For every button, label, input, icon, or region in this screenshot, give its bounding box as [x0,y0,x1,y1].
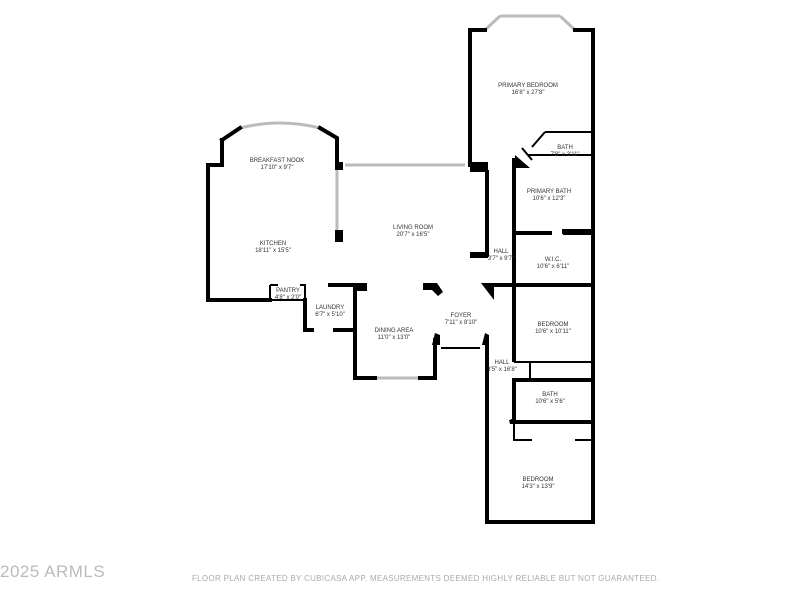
room-name: LIVING ROOM [392,225,434,231]
room-name: BEDROOM [537,322,569,328]
room-name: HALL [493,249,509,255]
room-name: BEDROOM [522,477,554,483]
room-name: BATH [542,392,558,398]
room-name: FOYER [450,313,472,319]
room-dims: 4'8" x 2'0" [274,295,302,301]
room-dims: 17'10" x 9'7" [260,165,294,171]
disclaimer-text: FLOOR PLAN CREATED BY CUBICASA APP. MEAS… [192,574,660,583]
room-dims: 11'0" x 13'0" [377,335,411,341]
room-dims: 10'6" x 12'3" [532,196,566,202]
room-name: PRIMARY BATH [526,189,572,195]
room-dims: 10'6" x 10'11" [535,329,571,335]
room-name: DINING AREA [374,328,414,334]
room-dims: 3'7" x 9'7" [487,256,515,262]
room-dims: 14'3" x 13'9" [521,484,555,490]
room-dims: 10'6" x 6'11" [536,264,570,270]
room-wic: W.I.C.10'6" x 6'11" [537,257,569,271]
wall-blocks [335,155,593,345]
room-dims: 16'8" x 27'8" [511,90,545,96]
walls [206,28,595,524]
room-dims: 10'6" x 5'6" [535,399,565,405]
room-dims: 7'8" x 3'11" [550,152,580,158]
room-name: KITCHEN [259,241,287,247]
room-name: HALL [494,360,510,366]
room-name: PRIMARY BEDROOM [498,83,558,89]
room-dims: 3'5" x 16'8" [487,367,517,373]
room-name: BREAKFAST NOOK [249,158,305,164]
room-dims: 18'11" x 15'5" [255,248,291,254]
room-name: BATH [557,145,573,151]
room-dims: 20'7" x 16'5" [396,232,430,238]
copyright-watermark: 2025 ARMLS [0,562,106,581]
room-dims: 6'7" x 5'10" [315,312,345,318]
room-name: PANTRY [276,288,300,294]
room-name: W.I.C. [544,257,562,263]
room-name: LAUNDRY [315,305,345,311]
room-dims: 7'11" x 8'10" [444,320,478,326]
